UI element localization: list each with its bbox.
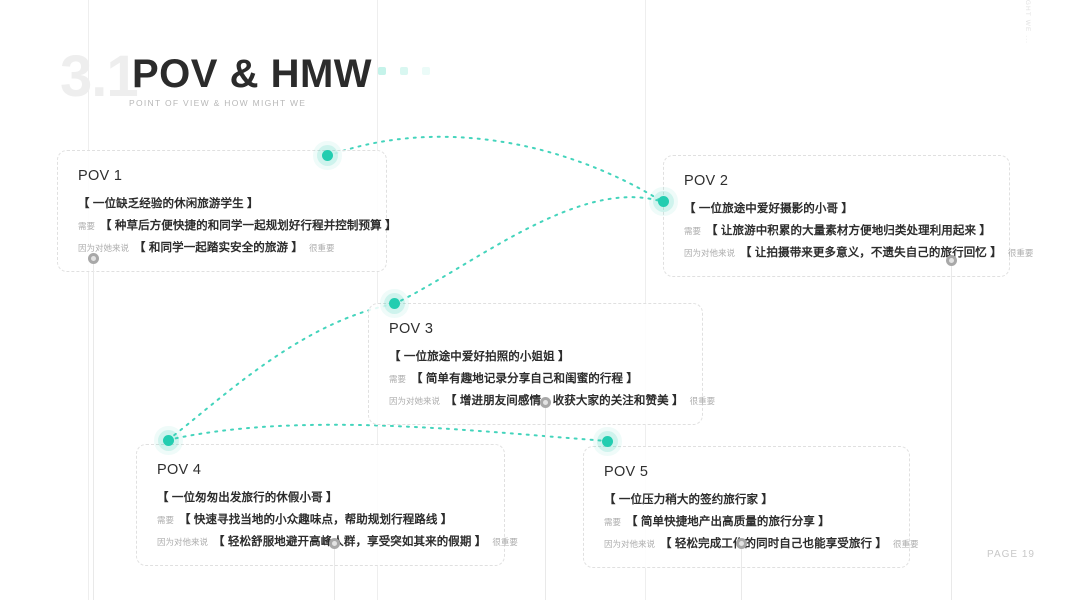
guide-line-1 — [88, 0, 89, 600]
pov-card-1-title: POV 1 — [78, 168, 123, 184]
pov-card-4-because: 【 轻松舒服地避开高峰人群，享受突如其来的假期 】 — [213, 536, 487, 548]
pov-card-2-persona-line: 【 一位旅途中爱好摄影的小哥 】 — [684, 200, 989, 216]
pov-card-5-tail: 很重要 — [893, 539, 919, 549]
decorative-dot-1 — [378, 67, 386, 75]
pov-card-5-need: 【 简单快捷地产出高质量的旅行分享 】 — [626, 516, 830, 528]
pov-card-4[interactable]: POV 4 【 一位匆匆出发旅行的休假小哥 】 需要 【 快速寻找当地的小众趣味… — [136, 444, 518, 566]
pov-pin-3[interactable] — [540, 397, 551, 408]
pov-card-4-need: 【 快速寻找当地的小众趣味点，帮助规划行程路线 】 — [179, 514, 453, 526]
pov-card-2-because: 【 让拍摄带来更多意义，不遗失自己的旅行回忆 】 — [740, 247, 1002, 259]
pov-card-3-tail: 很重要 — [689, 396, 716, 406]
pov-card-5-need-label: 需要 — [604, 517, 622, 527]
pov-card-3-need: 【 简单有趣地记录分享自己和闺蜜的行程 】 — [411, 373, 639, 385]
pov-pin-2[interactable] — [946, 255, 957, 266]
pov-card-2-title: POV 2 — [684, 173, 729, 189]
pov-card-1-need-line: 需要 【 种草后方便快捷的和同学一起规划好行程并控制预算 】 — [78, 217, 397, 233]
pov-card-1-because: 【 和同学一起踏实安全的旅游 】 — [134, 242, 304, 254]
side-vertical-label: POINT OF VIEW & HOW MIGHT WE ... — [1024, 0, 1031, 44]
pin-stem-3 — [545, 402, 546, 600]
pov-card-4-because-line: 因为对他来说 【 轻松舒服地避开高峰人群，享受突如其来的假期 】 很重要 — [157, 533, 518, 549]
guide-line-2 — [377, 0, 378, 600]
pov-card-1-need: 【 种草后方便快捷的和同学一起规划好行程并控制预算 】 — [100, 220, 397, 232]
decorative-dots — [378, 67, 430, 75]
pov-card-1-persona-line: 【 一位缺乏经验的休闲旅游学生 】 — [78, 195, 366, 211]
page-number: PAGE 19 — [987, 549, 1035, 560]
pov-card-3-because-line: 因为对她来说 【 增进朋友间感情，收获大家的关注和赞美 】 很重要 — [389, 392, 715, 408]
pov-card-3-persona-line: 【 一位旅途中爱好拍照的小姐姐 】 — [389, 348, 682, 364]
pov-card-5-because: 【 轻松完成工作的同时自己也能享受旅行 】 — [660, 538, 888, 550]
pov-card-3-need-label: 需要 — [389, 374, 407, 384]
decorative-dot-3 — [422, 67, 430, 75]
pov-card-2[interactable]: POV 2 【 一位旅途中爱好摄影的小哥 】 需要 【 让旅游中积累的大量素材方… — [663, 155, 1033, 277]
pov-card-1-persona: 【 一位缺乏经验的休闲旅游学生 】 — [78, 198, 259, 210]
pov-card-2-because-line: 因为对他来说 【 让拍摄带来更多意义，不遗失自己的旅行回忆 】 很重要 — [684, 244, 1033, 260]
pov-node-1[interactable] — [322, 150, 333, 161]
pov-card-3-title: POV 3 — [389, 321, 434, 337]
pov-card-4-tail: 很重要 — [492, 537, 518, 547]
pov-card-2-need: 【 让旅游中积累的大量素材方便地归类处理利用起来 】 — [706, 225, 992, 237]
pov-card-1-need-label: 需要 — [78, 221, 96, 231]
pov-card-5-because-label: 因为对他来说 — [604, 539, 656, 549]
pov-card-1-because-label: 因为对她来说 — [78, 243, 130, 253]
pov-card-5-need-line: 需要 【 简单快捷地产出高质量的旅行分享 】 — [604, 513, 889, 529]
pov-card-2-need-label: 需要 — [684, 226, 702, 236]
pov-card-5-because-line: 因为对他来说 【 轻松完成工作的同时自己也能享受旅行 】 很重要 — [604, 535, 919, 551]
pov-pin-5[interactable] — [736, 538, 747, 549]
pov-card-5-persona-line: 【 一位压力稍大的签约旅行家 】 — [604, 491, 889, 507]
pov-card-3-persona: 【 一位旅途中爱好拍照的小姐姐 】 — [389, 351, 570, 363]
pov-card-4-need-line: 需要 【 快速寻找当地的小众趣味点，帮助规划行程路线 】 — [157, 511, 484, 527]
page-title: POV & HMW — [132, 52, 373, 96]
pov-card-1-because-line: 因为对她来说 【 和同学一起踏实安全的旅游 】 很重要 — [78, 239, 366, 255]
pov-card-4-because-label: 因为对他来说 — [157, 537, 209, 547]
pov-node-3[interactable] — [389, 298, 400, 309]
pov-card-3-need-line: 需要 【 简单有趣地记录分享自己和闺蜜的行程 】 — [389, 370, 682, 386]
pov-node-4[interactable] — [163, 435, 174, 446]
pov-card-4-need-label: 需要 — [157, 515, 175, 525]
pin-stem-2 — [951, 260, 952, 600]
pov-card-5[interactable]: POV 5 【 一位压力稍大的签约旅行家 】 需要 【 简单快捷地产出高质量的旅… — [583, 446, 919, 568]
page-subtitle: POINT OF VIEW & HOW MIGHT WE — [129, 98, 307, 108]
pov-card-4-persona-line: 【 一位匆匆出发旅行的休假小哥 】 — [157, 489, 484, 505]
pov-pin-1[interactable] — [88, 253, 99, 264]
decorative-dot-2 — [400, 67, 408, 75]
pov-card-3-because-label: 因为对她来说 — [389, 396, 441, 406]
pov-card-3[interactable]: POV 3 【 一位旅途中爱好拍照的小姐姐 】 需要 【 简单有趣地记录分享自己… — [368, 303, 715, 425]
pov-card-5-title: POV 5 — [604, 464, 649, 480]
pov-pin-4[interactable] — [329, 538, 340, 549]
section-number: 3.1 — [60, 44, 139, 109]
pov-card-2-persona: 【 一位旅途中爱好摄影的小哥 】 — [684, 203, 853, 215]
pov-card-1[interactable]: POV 1 【 一位缺乏经验的休闲旅游学生 】 需要 【 种草后方便快捷的和同学… — [57, 150, 397, 272]
pin-stem-5 — [741, 543, 742, 600]
pov-node-5[interactable] — [602, 436, 613, 447]
pov-card-2-tail: 很重要 — [1007, 248, 1034, 258]
pov-card-5-persona: 【 一位压力稍大的签约旅行家 】 — [604, 494, 773, 506]
pov-node-2[interactable] — [658, 196, 669, 207]
pov-card-1-tail: 很重要 — [309, 243, 335, 253]
pov-card-2-because-label: 因为对他来说 — [684, 248, 736, 258]
pin-stem-4 — [334, 543, 335, 600]
pov-card-2-need-line: 需要 【 让旅游中积累的大量素材方便地归类处理利用起来 】 — [684, 222, 992, 238]
pov-card-4-persona: 【 一位匆匆出发旅行的休假小哥 】 — [157, 492, 338, 504]
pov-card-3-because: 【 增进朋友间感情，收获大家的关注和赞美 】 — [445, 395, 684, 407]
pov-card-4-title: POV 4 — [157, 462, 202, 478]
pin-stem-1 — [93, 258, 94, 600]
